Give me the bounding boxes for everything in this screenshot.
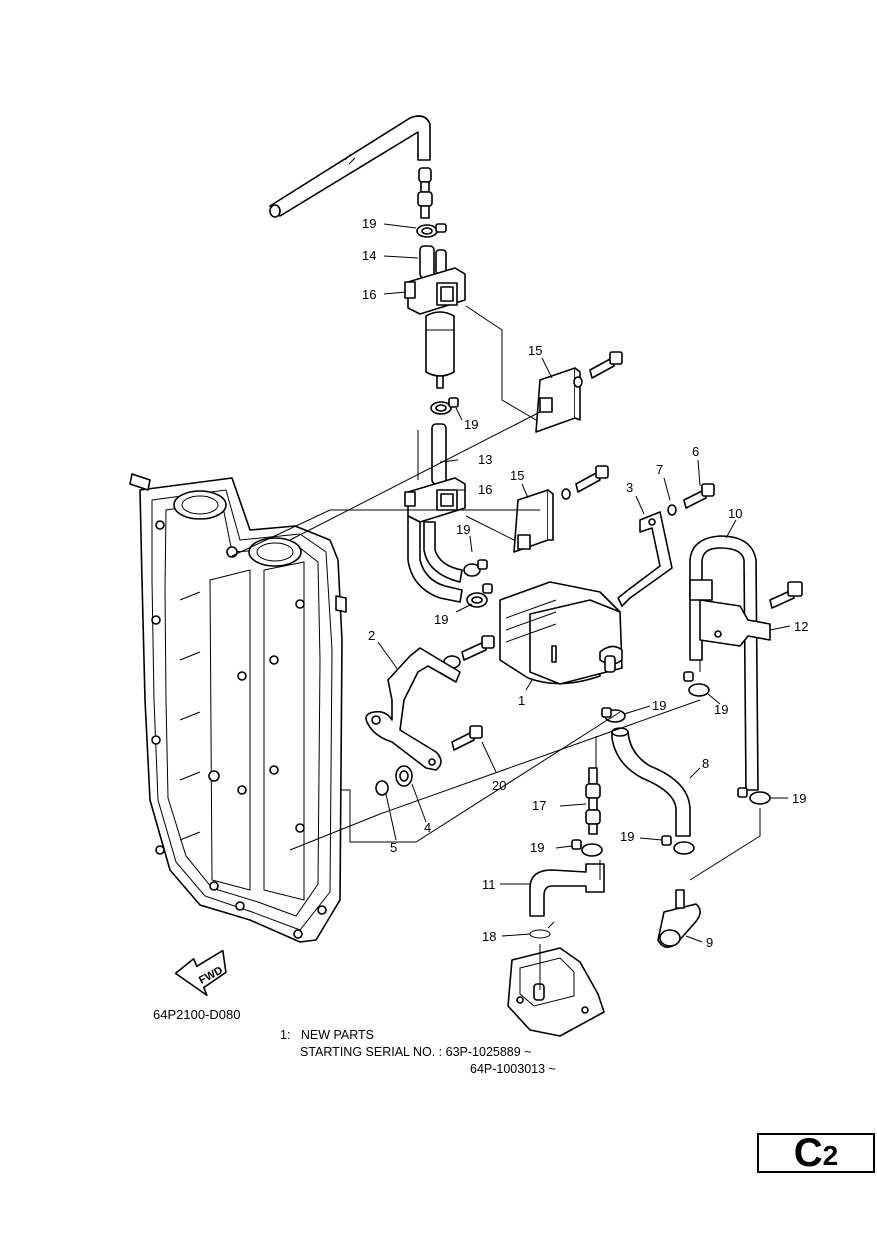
clip-19-top [416, 223, 447, 238]
clip-19-lower-a [463, 559, 488, 577]
bracket-15-upper [535, 367, 581, 433]
label-15: 15 [510, 468, 524, 483]
label-9: 9 [706, 935, 713, 950]
label-19: 19 [792, 791, 806, 806]
bracket-3 [617, 511, 673, 607]
fwd-arrow-icon: FWD [174, 949, 227, 997]
engine-block [129, 473, 347, 943]
label-4: 4 [424, 820, 431, 835]
leader-lines [231, 223, 791, 990]
hose-joint-top [417, 167, 433, 219]
clip-19-right-a [683, 671, 710, 697]
label-8: 8 [702, 756, 709, 771]
label-15: 15 [528, 343, 542, 358]
washer-7 [667, 504, 677, 516]
label-7: 7 [656, 462, 663, 477]
clip-19-hose9 [661, 835, 695, 855]
part-labels: 19 14 16 15 19 13 16 15 19 19 3 7 6 10 1… [362, 216, 808, 950]
label-19: 19 [456, 522, 470, 537]
clip-18 [529, 921, 555, 939]
joint-17 [585, 767, 601, 835]
collar-5 [375, 780, 389, 796]
hose-11 [529, 863, 605, 917]
label-16: 16 [362, 287, 376, 302]
filter-14 [404, 245, 466, 389]
label-19: 19 [362, 216, 376, 231]
canister-1 [499, 581, 623, 685]
label-19: 19 [530, 840, 544, 855]
label-11: 11 [482, 877, 496, 892]
pipe-13 [404, 423, 466, 603]
label-10: 10 [728, 506, 742, 521]
label-16: 16 [478, 482, 492, 497]
bracket-15-lower [513, 489, 554, 553]
page-id-sub: 2 [822, 1140, 839, 1171]
label-14: 14 [362, 248, 376, 263]
label-19: 19 [464, 417, 478, 432]
top-hose [269, 115, 431, 218]
note-line-2: STARTING SERIAL NO. : 63P-1025889 ~ [300, 1045, 532, 1059]
fitting-housing [507, 947, 605, 1037]
label-1: 1 [518, 693, 525, 708]
pipe-10 [689, 535, 759, 791]
bolt-15-upper [573, 351, 623, 388]
clip-19-mid [430, 397, 459, 415]
bolt-canister [443, 635, 495, 669]
diagram-code: 64P2100-D080 [153, 1007, 241, 1022]
bracket-12 [699, 599, 771, 647]
label-19: 19 [714, 702, 728, 717]
page-id-box: C 2 [757, 1133, 875, 1173]
label-6: 6 [692, 444, 699, 459]
label-18: 18 [482, 929, 496, 944]
label-17: 17 [532, 798, 546, 813]
label-12: 12 [794, 619, 808, 634]
clip-19-right-b [601, 707, 626, 723]
label-19: 19 [620, 829, 634, 844]
bolt-6 [683, 483, 715, 509]
bracket-2 [365, 647, 461, 771]
label-19: 19 [434, 612, 448, 627]
clip-19-right-c [737, 787, 771, 805]
label-13: 13 [478, 452, 492, 467]
label-2: 2 [368, 628, 375, 643]
bolt-15-lower [561, 465, 609, 500]
note-line-3: 64P-1003013 ~ [470, 1062, 556, 1076]
clip-19-lower-b [466, 583, 493, 608]
bolt-12 [769, 581, 803, 609]
label-20: 20 [492, 778, 506, 793]
note-line-1: 1: NEW PARTS [280, 1028, 375, 1042]
label-5: 5 [390, 840, 397, 855]
bolt-20 [451, 725, 483, 751]
label-3: 3 [626, 480, 633, 495]
hose-8 [611, 727, 691, 837]
part-9 [657, 889, 701, 948]
grommet-4 [395, 765, 413, 787]
label-19: 19 [652, 698, 666, 713]
page-id-main: C [793, 1131, 823, 1175]
clip-19-hose11 [571, 839, 603, 857]
